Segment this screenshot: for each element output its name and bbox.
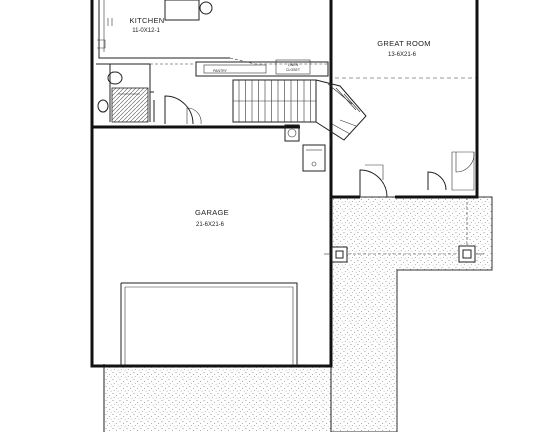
linen-label: LINEN — [288, 63, 299, 67]
exterior-walls — [90, 0, 479, 368]
garage-dims: 21-6X21-6 — [196, 222, 225, 228]
stairs — [232, 79, 367, 146]
driveway-slab — [103, 364, 332, 432]
kitchen-dims: 11-0X12-1 — [132, 28, 160, 34]
mechanical-corner — [284, 124, 326, 172]
garage-label: GARAGE — [195, 208, 229, 217]
patio-slab — [330, 196, 493, 432]
kitchen-label: KITCHEN — [129, 16, 164, 25]
garage-area: GARAGE 21-6X21-6 — [120, 208, 298, 366]
patio-posts — [324, 197, 484, 263]
pantry-linen-block: PANTRY LINEN CLOSET — [195, 59, 329, 77]
closet-label: CLOSET — [286, 68, 301, 72]
pantry-label: PANTRY — [213, 69, 228, 73]
great-room-dims: 13-6X21-6 — [388, 52, 417, 58]
powder-room — [96, 63, 194, 122]
door-swings — [153, 95, 475, 198]
great-room-label: GREAT ROOM — [377, 39, 431, 48]
kitchen-area: KITCHEN 11-0X12-1 — [97, 0, 330, 65]
laundry-hatch — [111, 87, 149, 123]
great-room-area: GREAT ROOM 13-6X21-6 — [335, 39, 476, 79]
